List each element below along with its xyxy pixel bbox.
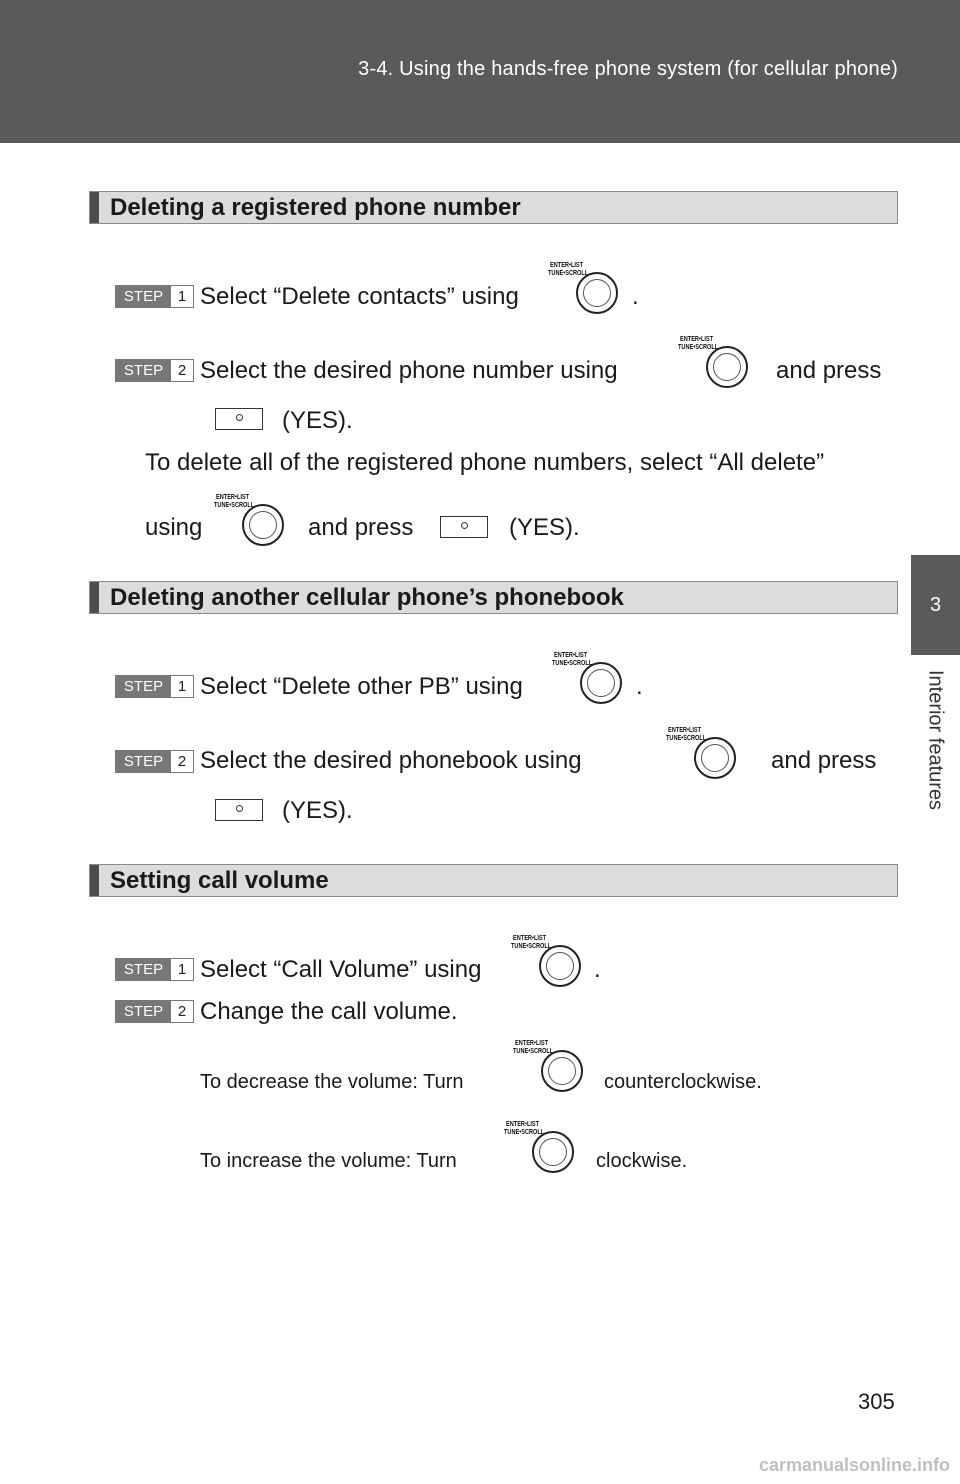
yes-text: (YES). — [282, 797, 353, 824]
step-end: . — [636, 673, 643, 700]
step-end: . — [594, 956, 601, 983]
section-heading-delete-phonebook: Deleting another cellular phone’s phoneb… — [89, 581, 898, 614]
knob-ring — [539, 945, 581, 987]
knob-label-line1: ENTER•LIST — [680, 336, 714, 343]
step-badge: STEP 2 — [115, 750, 194, 773]
section-heading-delete-number: Deleting a registered phone number — [89, 191, 898, 224]
chapter-label: Interior features — [924, 669, 947, 811]
knob-label-line1: ENTER•LIST — [216, 494, 250, 501]
yes-button-icon — [215, 408, 263, 430]
section-title: Deleting another cellular phone’s phoneb… — [110, 584, 624, 611]
tune-knob-icon: ENTER•LIST TUNE•SCROLL — [511, 935, 591, 1000]
section-title: Setting call volume — [110, 867, 329, 894]
knob-label-line1: ENTER•LIST — [668, 727, 702, 734]
page-header: 3-4. Using the hands-free phone system (… — [0, 0, 960, 143]
decrease-end: counterclockwise. — [604, 1071, 762, 1093]
note-and-press: and press — [308, 514, 414, 541]
step-number: 2 — [177, 362, 187, 379]
yes-text: (YES). — [509, 514, 580, 541]
note-using: using — [145, 514, 203, 541]
knob-label-line2: TUNE•SCROLL — [666, 735, 707, 742]
tune-knob-icon: ENTER•LIST TUNE•SCROLL — [552, 652, 632, 717]
step-text: Select the desired phonebook using — [200, 747, 582, 774]
tune-knob-icon: ENTER•LIST TUNE•SCROLL — [513, 1040, 593, 1105]
section-title: Deleting a registered phone number — [110, 194, 521, 221]
knob-label-line2: TUNE•SCROLL — [552, 660, 593, 667]
increase-end: clockwise. — [596, 1150, 688, 1172]
knob-label-line2: TUNE•SCROLL — [513, 1048, 554, 1055]
knob-label-line2: TUNE•SCROLL — [511, 943, 552, 950]
step-badge: STEP 1 — [115, 958, 194, 981]
knob-ring — [532, 1131, 574, 1173]
note-line: To delete all of the registered phone nu… — [145, 449, 825, 476]
step-end: . — [632, 283, 639, 310]
step-number: 2 — [177, 753, 187, 770]
knob-label-line2: TUNE•SCROLL — [548, 270, 589, 277]
step-text: Select “Call Volume” using — [200, 956, 482, 983]
yes-button-icon — [440, 516, 488, 538]
increase-text: To increase the volume: Turn — [200, 1150, 457, 1172]
footer-watermark: carmanualsonline.info — [758, 1455, 950, 1475]
tune-knob-icon: ENTER•LIST TUNE•SCROLL — [548, 262, 628, 327]
knob-label-line1: ENTER•LIST — [550, 262, 584, 269]
knob-label-line1: ENTER•LIST — [513, 935, 547, 942]
tune-knob-icon: ENTER•LIST TUNE•SCROLL — [504, 1121, 584, 1186]
knob-ring — [694, 737, 736, 779]
step-text: Select the desired phone number using — [200, 357, 618, 384]
tune-knob-icon: ENTER•LIST TUNE•SCROLL — [678, 336, 758, 401]
step-badge: STEP 1 — [115, 285, 194, 308]
step-number: 1 — [177, 961, 187, 978]
decrease-text: To decrease the volume: Turn — [200, 1071, 464, 1093]
step-number: 1 — [177, 288, 187, 305]
section-heading-call-volume: Setting call volume — [89, 864, 898, 897]
knob-label-line2: TUNE•SCROLL — [214, 502, 255, 509]
step-word: STEP — [116, 286, 171, 307]
step-number: 2 — [177, 1003, 187, 1020]
step-word: STEP — [116, 676, 171, 697]
and-press-text: and press — [776, 357, 882, 384]
knob-label-line2: TUNE•SCROLL — [678, 344, 719, 351]
yes-button-icon — [215, 799, 263, 821]
knob-ring — [706, 346, 748, 388]
chapter-tab: 3 — [911, 555, 960, 655]
knob-ring — [541, 1050, 583, 1092]
and-press-text: and press — [771, 747, 877, 774]
step-word: STEP — [116, 360, 171, 381]
step-text: Select “Delete other PB” using — [200, 673, 523, 700]
step-badge: STEP 2 — [115, 1000, 194, 1023]
knob-label-line1: ENTER•LIST — [515, 1040, 549, 1047]
tune-knob-icon: ENTER•LIST TUNE•SCROLL — [214, 494, 294, 559]
header-title: 3-4. Using the hands-free phone system (… — [358, 58, 898, 80]
knob-ring — [580, 662, 622, 704]
step-word: STEP — [116, 751, 171, 772]
step-word: STEP — [116, 959, 171, 980]
knob-ring — [242, 504, 284, 546]
knob-label-line2: TUNE•SCROLL — [504, 1129, 545, 1136]
knob-label-line1: ENTER•LIST — [506, 1121, 540, 1128]
tune-knob-icon: ENTER•LIST TUNE•SCROLL — [666, 727, 746, 792]
step-text: Change the call volume. — [200, 998, 458, 1025]
knob-label-line1: ENTER•LIST — [554, 652, 588, 659]
step-word: STEP — [116, 1001, 171, 1022]
page-number: 305 — [858, 1389, 895, 1414]
step-number: 1 — [177, 678, 187, 695]
knob-ring — [576, 272, 618, 314]
yes-text: (YES). — [282, 407, 353, 434]
step-badge: STEP 1 — [115, 675, 194, 698]
step-badge: STEP 2 — [115, 359, 194, 382]
step-text: Select “Delete contacts” using — [200, 283, 519, 310]
